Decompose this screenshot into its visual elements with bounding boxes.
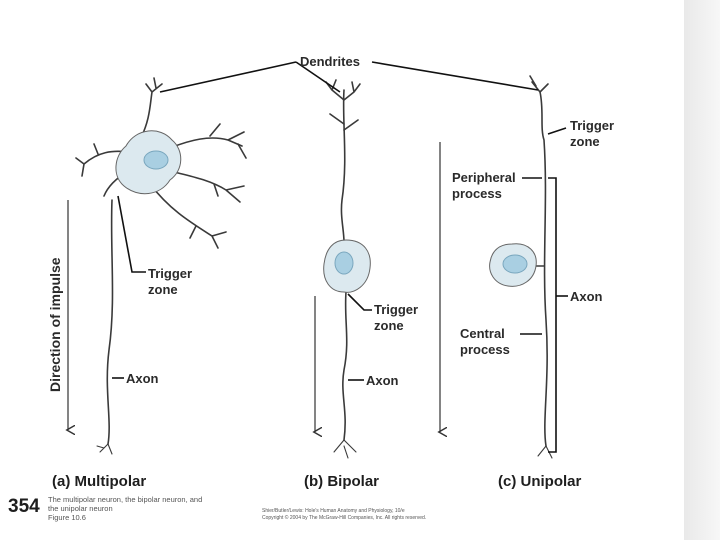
label-trigger-zone-bipolar-2: zone	[374, 318, 404, 333]
label-trigger-zone-bipolar: Trigger	[374, 302, 418, 317]
label-axon-multipolar: Axon	[126, 371, 159, 386]
label-trigger-zone-unipolar: Trigger	[570, 118, 614, 133]
page-number: 354	[8, 496, 40, 517]
unipolar-neuron	[489, 75, 553, 459]
slide-edge	[684, 0, 720, 540]
caption-multipolar: (a) Multipolar	[52, 473, 146, 490]
figure-caption-line2: the unipolar neuron	[48, 504, 113, 513]
multipolar-neuron	[75, 77, 247, 455]
caption-bipolar: (b) Bipolar	[304, 473, 379, 490]
label-peripheral-process-2: process	[452, 186, 502, 201]
credit-line2: Copyright © 2004 by The McGraw-Hill Comp…	[262, 514, 426, 521]
label-trigger-zone-multipolar: Trigger	[148, 266, 192, 281]
leader-lines	[112, 61, 568, 453]
caption-unipolar: (c) Unipolar	[498, 473, 581, 490]
label-dendrites: Dendrites	[300, 54, 360, 69]
credit-line1: Shier/Butler/Lewis: Hole's Human Anatomy…	[262, 508, 405, 514]
label-axon-bipolar: Axon	[366, 373, 399, 388]
label-central-process-2: process	[460, 342, 510, 357]
label-trigger-zone-unipolar-2: zone	[570, 134, 600, 149]
label-axon-unipolar: Axon	[570, 289, 603, 304]
label-central-process: Central	[460, 326, 505, 341]
label-peripheral-process: Peripheral	[452, 170, 516, 185]
bipolar-neuron	[323, 79, 371, 459]
figure-caption-line1: The multipolar neuron, the bipolar neuro…	[48, 495, 202, 504]
label-direction-of-impulse: Direction of impulse	[47, 257, 63, 392]
figure-reference: Figure 10.6	[48, 513, 86, 522]
label-trigger-zone-multipolar-2: zone	[148, 282, 178, 297]
